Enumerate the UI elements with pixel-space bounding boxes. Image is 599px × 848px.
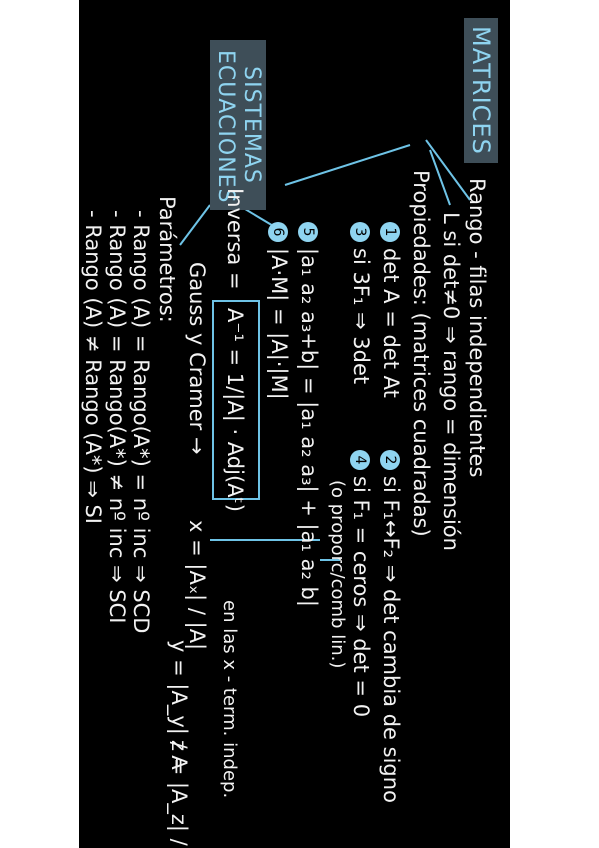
property-5-text: |a₁ a₂ a₃+b| = |a₁ a₂ a₃| + |a₁ a₂ b| bbox=[297, 248, 321, 607]
property-4-number: 4 bbox=[350, 450, 370, 470]
parametro-3: - Rango (A) ≠ Rango (A*) ⇒ SI bbox=[81, 210, 105, 524]
property-5-number: 5 bbox=[298, 222, 318, 242]
cramer-x: x = |Aₓ| / |A| bbox=[185, 520, 209, 651]
notes-canvas: MATRICES SISTEMAS ECUACIONES Rango - fil… bbox=[79, 0, 510, 848]
cramer-z: z = |A_z| / |A| bbox=[167, 740, 191, 848]
sistemas-title: SISTEMAS ECUACIONES bbox=[210, 40, 266, 210]
property-4: 4 si F₁ = ceros ⇒ det = 0 bbox=[348, 450, 374, 717]
matrices-title: MATRICES bbox=[464, 18, 498, 163]
inversa-formula: A⁻¹ = 1/|A| · Adj(Aᵗ) bbox=[223, 308, 247, 512]
chalkboard-page: MATRICES SISTEMAS ECUACIONES Rango - fil… bbox=[79, 0, 510, 848]
property-3-number: 3 bbox=[350, 222, 370, 242]
property-2-number: 2 bbox=[380, 450, 400, 470]
rango-det: L si det≠0 ⇒ rango = dimensión bbox=[439, 212, 463, 551]
property-6: 6 |A·M| = |A|·|M| bbox=[266, 222, 292, 400]
sistemas-title-line1: SISTEMAS bbox=[239, 66, 264, 184]
property-3-text: si 3F₁ ⇒ 3det bbox=[349, 248, 373, 385]
cramer-note: en las x - term. indep. bbox=[219, 600, 240, 799]
property-5: 5 |a₁ a₂ a₃+b| = |a₁ a₂ a₃| + |a₁ a₂ b| bbox=[296, 222, 322, 607]
parametros-heading: Parámetros: bbox=[155, 196, 179, 323]
gauss-cramer: Gauss y Cramer → bbox=[185, 262, 209, 455]
parametro-1: - Rango (A) = Rango(A*) = nº inc ⇒ SCD bbox=[129, 210, 153, 634]
propiedades-heading: Propiedades: (matrices cuadradas) bbox=[409, 170, 433, 537]
property-2-text: si F₁↔F₂ ⇒ det cambia de signo bbox=[379, 476, 403, 803]
property-4-text: si F₁ = ceros ⇒ det = 0 bbox=[349, 476, 373, 718]
property-1: 1 det A = det At bbox=[378, 222, 404, 398]
property-6-text: |A·M| = |A|·|M| bbox=[267, 248, 291, 400]
property-4-note: (o proporc/comb lin.) bbox=[327, 480, 348, 669]
property-6-number: 6 bbox=[268, 222, 288, 242]
sistemas-title-line2: ECUACIONES bbox=[213, 50, 238, 204]
property-1-number: 1 bbox=[380, 222, 400, 242]
rango-filas-text: Rango - filas independientes bbox=[465, 178, 489, 478]
rango-filas: Rango - filas independientes bbox=[464, 178, 490, 477]
inversa-label: Inversa = bbox=[223, 188, 247, 290]
property-3: 3 si 3F₁ ⇒ 3det bbox=[348, 222, 374, 384]
parametro-2: - Rango (A) = Rango(A*) ≠ nº inc ⇒ SCI bbox=[105, 210, 129, 624]
property-1-text: det A = det At bbox=[379, 248, 403, 398]
property-2: 2 si F₁↔F₂ ⇒ det cambia de signo bbox=[378, 450, 404, 803]
